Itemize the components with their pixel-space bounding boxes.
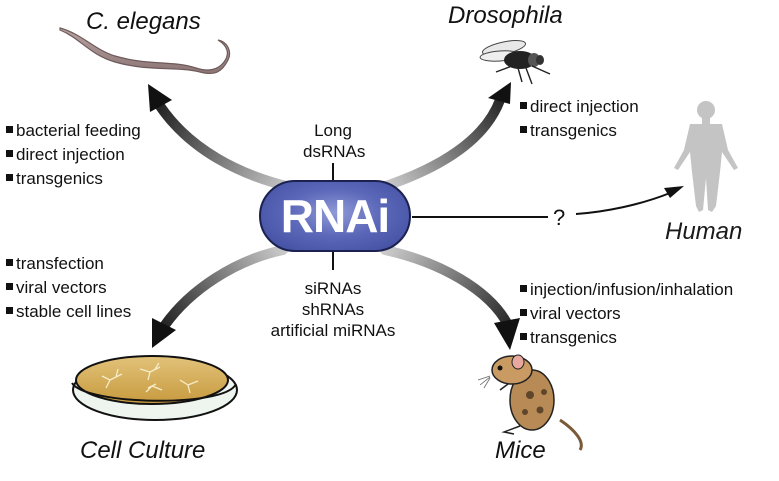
method-item: direct injection: [6, 143, 141, 167]
arrow-to-mice: [380, 245, 520, 350]
method-item: transgenics: [520, 119, 639, 143]
method-text: transfection: [16, 254, 104, 273]
bullet-icon: [6, 174, 13, 181]
molecule-line: siRNAs: [304, 279, 362, 298]
worm-illustration: [59, 27, 231, 75]
drosophila-title: Drosophila: [448, 2, 563, 29]
cell-culture-title: Cell Culture: [80, 437, 206, 464]
celegans-title: C. elegans: [86, 8, 201, 35]
method-text: transgenics: [530, 328, 617, 347]
arrow-to-drosophila: [378, 82, 511, 192]
method-text: transgenics: [530, 121, 617, 140]
method-item: transfection: [6, 252, 131, 276]
bullet-icon: [6, 259, 13, 266]
rnai-label: RNAi: [280, 190, 390, 242]
method-item: injection/infusion/inhalation: [520, 278, 733, 302]
rnai-center-node: RNAi: [259, 180, 411, 252]
method-item: viral vectors: [520, 302, 733, 326]
bullet-icon: [520, 309, 527, 316]
arrow-to-cell-culture: [152, 245, 288, 348]
human-silhouette: [674, 101, 738, 212]
mice-methods: injection/infusion/inhalation viral vect…: [520, 278, 733, 350]
bullet-icon: [6, 126, 13, 133]
method-text: transgenics: [16, 169, 103, 188]
method-text: direct injection: [530, 97, 639, 116]
method-text: direct injection: [16, 145, 125, 164]
method-item: transgenics: [6, 167, 141, 191]
bullet-icon: [520, 102, 527, 109]
molecule-line: dsRNAs: [303, 142, 366, 161]
mouse-illustration: [477, 354, 583, 451]
method-text: viral vectors: [530, 304, 621, 323]
long-dsrnas-label: Long dsRNAs: [303, 120, 366, 162]
bullet-icon: [6, 150, 13, 157]
human-title: Human: [665, 218, 743, 245]
method-item: viral vectors: [6, 276, 131, 300]
bullet-icon: [520, 285, 527, 292]
method-text: stable cell lines: [16, 302, 132, 321]
molecule-line: Long: [314, 121, 352, 140]
bullet-icon: [520, 126, 527, 133]
method-text: injection/infusion/inhalation: [530, 280, 734, 299]
method-item: transgenics: [520, 326, 733, 350]
human-question-mark: ?: [553, 205, 566, 230]
cell-culture-methods: transfection viral vectors stable cell l…: [6, 252, 131, 324]
bullet-icon: [6, 307, 13, 314]
arrow-to-celegans: [148, 84, 295, 192]
method-item: bacterial feeding: [6, 119, 141, 143]
bullet-icon: [520, 333, 527, 340]
method-text: viral vectors: [16, 278, 107, 297]
method-item: stable cell lines: [6, 300, 131, 324]
method-text: bacterial feeding: [16, 121, 141, 140]
celegans-methods: bacterial feeding direct injection trans…: [6, 119, 141, 191]
drosophila-methods: direct injection transgenics: [520, 95, 639, 143]
arrow-to-human: [412, 186, 684, 218]
petri-dish-illustration: [71, 355, 238, 421]
fly-illustration: [479, 40, 551, 85]
molecule-line: shRNAs: [301, 300, 365, 319]
bullet-icon: [6, 283, 13, 290]
molecule-line: artificial miRNAs: [270, 321, 396, 340]
mice-title: Mice: [495, 437, 546, 464]
short-rnas-label: siRNAs shRNAs artificial miRNAs: [268, 278, 398, 341]
method-item: direct injection: [520, 95, 639, 119]
